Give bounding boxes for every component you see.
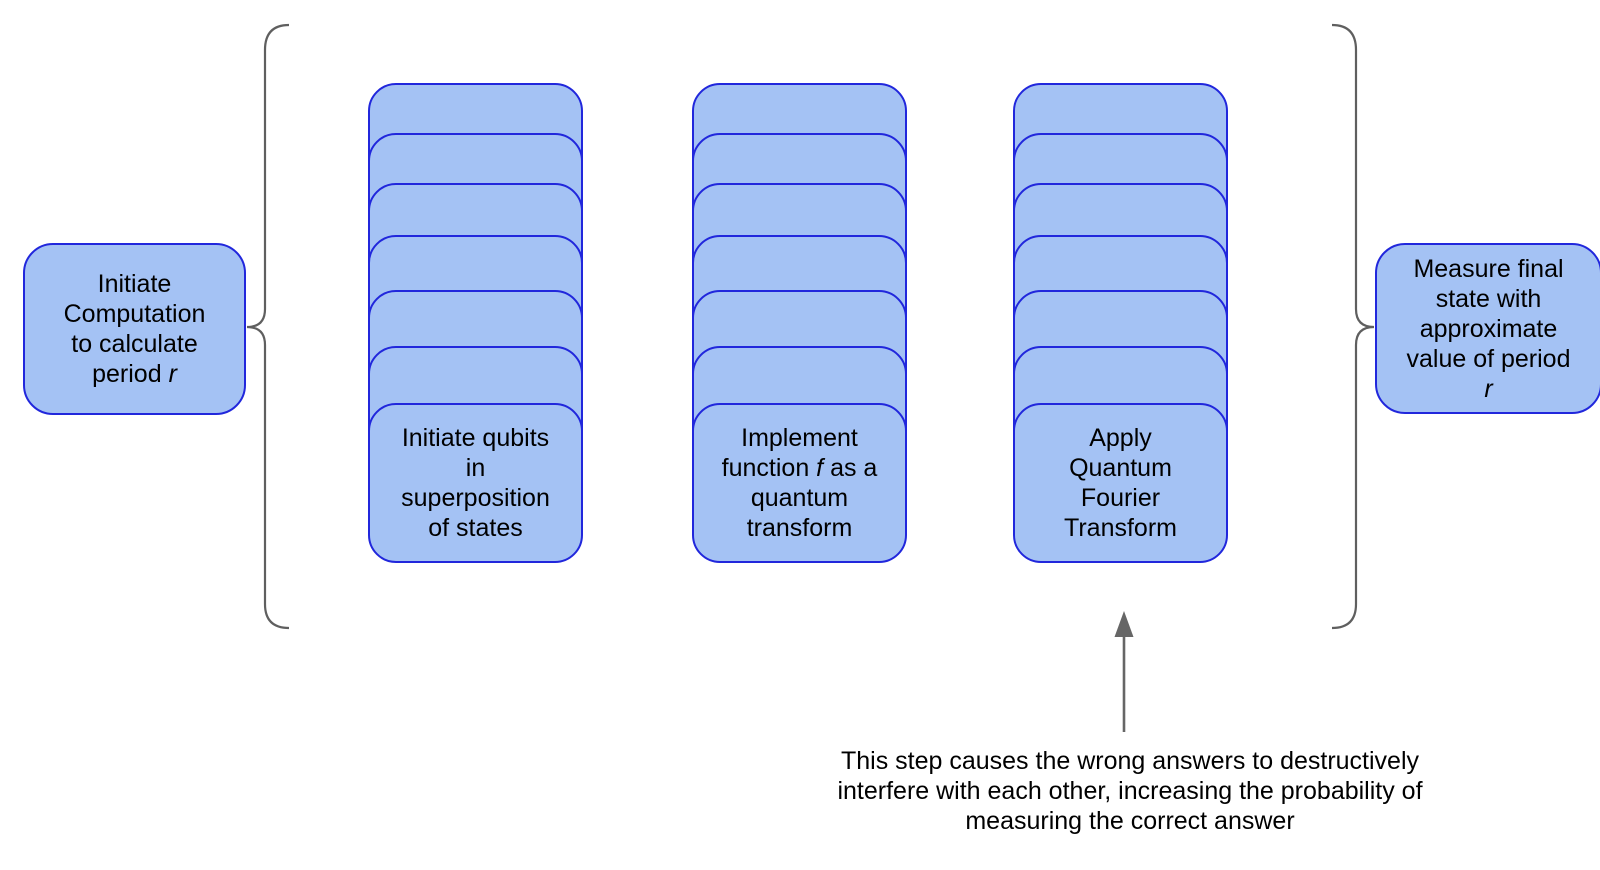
box-text-line: Measure final: [1413, 254, 1564, 283]
qft-annotation: This step causes the wrong answers to de…: [795, 746, 1465, 836]
box-text-line: r: [1406, 374, 1570, 404]
box-text-line: Initiate: [97, 270, 172, 298]
measure-final-state-box-text: Measure final state with approximate val…: [1406, 254, 1570, 404]
stack-front-card-initiate-qubits: Initiate qubits in superposition of stat…: [368, 403, 583, 563]
box-text-line: value of period: [1406, 344, 1571, 373]
variable-r: r: [1484, 374, 1493, 403]
left-brace-icon: [246, 23, 290, 630]
stack-implement-function: Implement function f as a quantum transf…: [692, 0, 907, 563]
arrow-up-icon: [1114, 611, 1134, 732]
stack-quantum-fourier: Apply Quantum Fourier Transform: [1013, 0, 1228, 563]
box-text-line: Computation: [63, 300, 206, 328]
stack-front-card-implement-function: Implement function f as a quantum transf…: [692, 403, 907, 563]
box-text-line: to calculate: [71, 330, 198, 358]
stack-card-text: Implement function f as a quantum transf…: [721, 424, 878, 542]
box-text-line: approximate: [1419, 314, 1558, 343]
stack-card-text: Apply Quantum Fourier Transform: [1064, 424, 1177, 542]
initiate-computation-box: Initiate Computation to calculate period…: [23, 243, 246, 415]
stack-front-card-quantum-fourier: Apply Quantum Fourier Transform: [1013, 403, 1228, 563]
annotation-line: measuring the correct answer: [965, 807, 1295, 835]
stack-card-text: Initiate qubits in superposition of stat…: [401, 424, 550, 542]
box-text-line: period r: [92, 360, 177, 388]
variable-r: r: [168, 360, 177, 388]
measure-final-state-box: Measure final state with approximate val…: [1375, 243, 1600, 414]
variable-f: f: [816, 454, 824, 482]
initiate-computation-box-text: Initiate Computation to calculate period…: [64, 269, 206, 389]
box-text-line: state with: [1435, 284, 1542, 313]
stack-initiate-qubits: Initiate qubits in superposition of stat…: [368, 0, 583, 563]
annotation-line: This step causes the wrong answers to de…: [840, 747, 1420, 775]
annotation-line: interfere with each other, increasing th…: [837, 777, 1423, 805]
right-brace-icon: [1331, 23, 1375, 630]
